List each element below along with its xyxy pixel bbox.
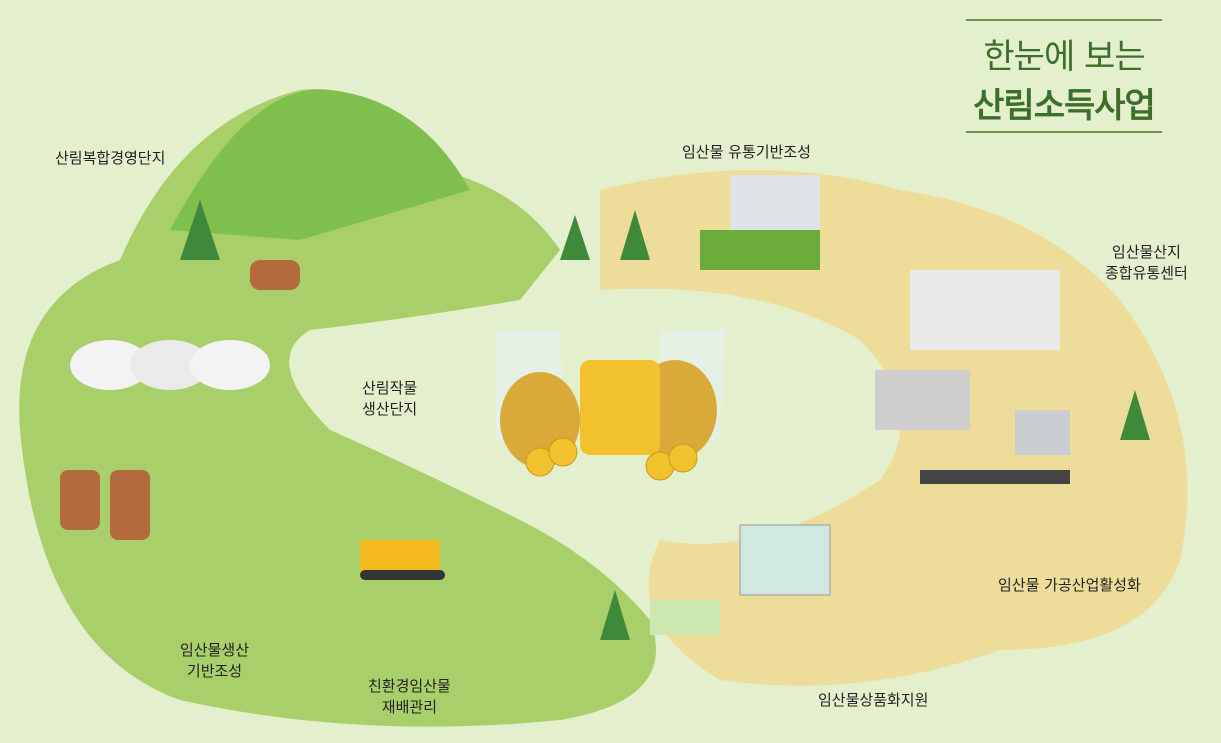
title-line2: 산림소득사업 <box>973 86 1156 126</box>
log-piles <box>60 260 300 540</box>
title-line1: 한눈에 보는 <box>983 37 1145 77</box>
label-complex: 산림복합경영단지 <box>55 149 166 167</box>
label-crop: 산림작물 생산단지 <box>362 379 418 418</box>
warehouse <box>700 175 820 270</box>
greenhouses <box>70 340 270 390</box>
green-land <box>19 89 656 727</box>
label-production: 임산물생산 기반조성 <box>180 641 250 680</box>
factory-line <box>920 410 1070 484</box>
label-distribution: 임산물 유통기반조성 <box>682 143 811 161</box>
excavator <box>360 540 445 580</box>
label-processing: 임산물 가공산업활성화 <box>998 576 1141 594</box>
label-commercial: 임산물상품화지원 <box>818 691 929 709</box>
distribution-center <box>875 270 1060 430</box>
laptop <box>650 524 831 635</box>
mountain <box>170 89 470 240</box>
label-eco: 친환경임산물 재배관리 <box>368 677 451 716</box>
title-box: 한눈에 보는 산림소득사업 <box>966 19 1162 133</box>
trees <box>180 200 1150 640</box>
label-center: 임산물산지 종합유통센터 <box>1105 243 1188 282</box>
money-bags <box>495 330 725 481</box>
